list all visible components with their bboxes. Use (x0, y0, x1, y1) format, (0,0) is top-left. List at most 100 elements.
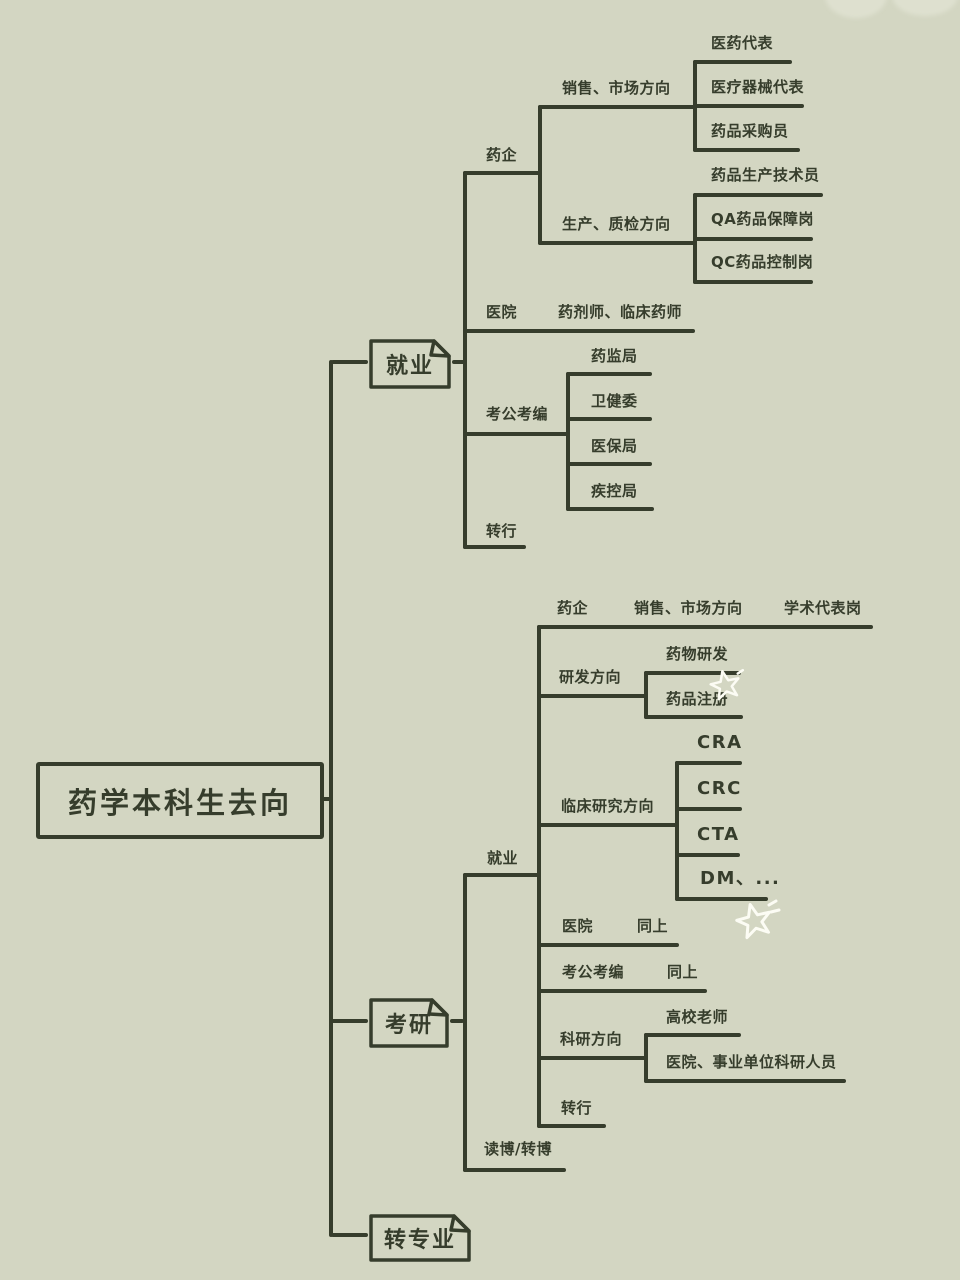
edge (538, 241, 695, 245)
note-box-outline (369, 1214, 471, 1262)
edge (320, 797, 333, 801)
edge (644, 671, 648, 719)
employment-label: 就业 (385, 354, 434, 379)
node-qc: QC药品控制岗 (711, 253, 814, 271)
edge (331, 1233, 368, 1237)
edge (463, 1168, 566, 1172)
edge (452, 360, 465, 364)
node-professor: 高校老师 (666, 1008, 729, 1026)
edge (566, 372, 652, 376)
edge (537, 823, 677, 827)
node-nmpa: 药监局 (591, 347, 638, 365)
edge (644, 1079, 846, 1083)
note-box-outline (369, 339, 451, 389)
edge (538, 105, 542, 245)
edge (644, 1033, 648, 1083)
edge (331, 1019, 368, 1023)
edge (566, 372, 570, 511)
edge (538, 105, 695, 109)
edge (463, 545, 526, 549)
edge (537, 943, 679, 947)
edge (693, 280, 813, 284)
edge (463, 873, 540, 877)
node-production-direction: 生产、质检方向 (562, 215, 671, 233)
edge (693, 237, 813, 241)
node-cta: CTA (697, 824, 740, 845)
node-grad-civil-service: 考公考编 (562, 963, 625, 981)
edge (463, 873, 467, 1172)
edge (537, 989, 707, 993)
edge (463, 171, 540, 175)
edge (463, 432, 568, 436)
node-registration: 药品注册 (666, 690, 729, 708)
node-grad-hospital: 医院 (562, 917, 594, 935)
node-civil-service: 考公考编 (486, 405, 549, 423)
edge (331, 360, 368, 364)
grad-school-label: 考研 (384, 1013, 433, 1038)
node-root: 药学本科生去向 (36, 762, 324, 839)
node-institute-researcher: 医院、事业单位科研人员 (666, 1053, 837, 1071)
edge (675, 807, 742, 811)
node-sales-direction: 销售、市场方向 (562, 79, 671, 97)
star-doodle-icon (735, 899, 781, 940)
edge (675, 761, 679, 901)
edge (644, 715, 743, 719)
node-purchaser: 药品采购员 (711, 122, 789, 140)
edge (675, 853, 740, 857)
edge (537, 694, 646, 698)
node-change-major: 转专业 (368, 1213, 472, 1263)
node-medical-rep: 医药代表 (711, 34, 774, 52)
node-insurance-bureau: 医保局 (591, 437, 638, 455)
node-grad-sales: 销售、市场方向 (634, 599, 743, 617)
node-employment: 就业 (368, 338, 452, 390)
node-hospital: 医院 (486, 303, 518, 321)
node-grad-pharma: 药企 (557, 599, 589, 617)
edge (566, 507, 654, 511)
node-health-commission: 卫健委 (591, 392, 638, 410)
edge (693, 104, 804, 108)
node-grad-school: 考研 (368, 997, 450, 1049)
top-blob (892, 0, 958, 16)
edge (693, 193, 823, 197)
node-cdc: 疾控局 (591, 482, 638, 500)
node-clinical-direction: 临床研究方向 (561, 797, 655, 815)
edge (537, 625, 541, 1128)
node-grad-employment: 就业 (487, 849, 519, 867)
edge (693, 60, 792, 64)
node-cra: CRA (697, 732, 743, 753)
node-career-change: 转行 (486, 522, 518, 540)
edge (693, 148, 800, 152)
edge (537, 1124, 606, 1128)
node-grad-career-change: 转行 (561, 1099, 593, 1117)
node-grad-civil-same: 同上 (667, 963, 699, 981)
node-dm: DM、... (700, 868, 781, 889)
node-drug-rnd: 药物研发 (666, 645, 729, 663)
node-pharma: 药企 (486, 146, 518, 164)
note-box-outline (369, 998, 449, 1048)
root-label: 药学本科生去向 (67, 785, 292, 820)
node-academic-rep: 学术代表岗 (784, 599, 862, 617)
edge (675, 761, 742, 765)
top-blob (825, 0, 887, 18)
edge (644, 1033, 741, 1037)
node-device-rep: 医疗器械代表 (711, 78, 805, 96)
node-phd: 读博/转博 (484, 1140, 552, 1158)
node-research-direction: 科研方向 (560, 1030, 623, 1048)
edge (450, 1019, 464, 1023)
edge (537, 625, 873, 629)
edge (463, 329, 695, 333)
star-doodle-icon (709, 668, 745, 701)
edge (537, 1056, 646, 1060)
edge (329, 360, 333, 1237)
edge (463, 171, 467, 549)
change-major-label: 转专业 (383, 1228, 456, 1253)
node-rnd-direction: 研发方向 (559, 668, 622, 686)
node-grad-hospital-same: 同上 (637, 917, 669, 935)
node-technician: 药品生产技术员 (711, 166, 820, 184)
node-crc: CRC (697, 778, 742, 799)
edge (675, 897, 768, 901)
node-hospital-detail: 药剂师、临床药师 (558, 303, 683, 321)
edge (644, 671, 741, 675)
node-qa: QA药品保障岗 (711, 210, 814, 228)
